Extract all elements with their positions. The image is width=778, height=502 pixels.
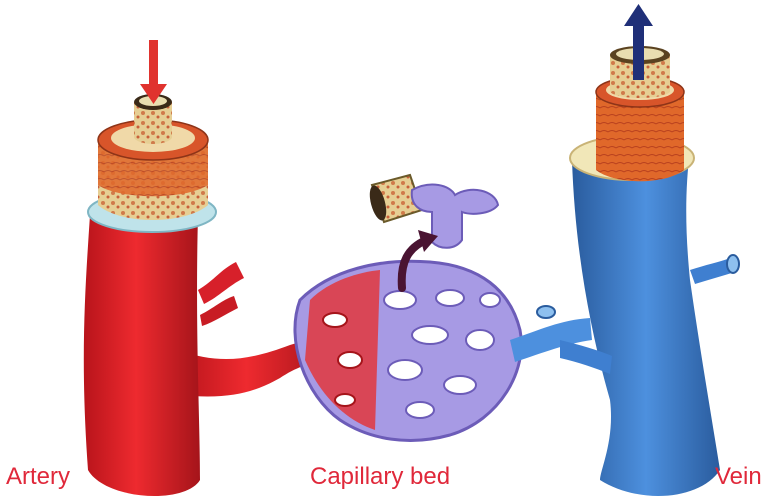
artery-label: Artery: [6, 463, 70, 491]
vein: [560, 46, 739, 496]
artery-branch-upper: [198, 262, 244, 304]
capillary-bed-label: Capillary bed: [310, 463, 450, 491]
capillary-bed: [295, 261, 592, 440]
arrow-down-icon: [140, 40, 167, 104]
artery: [84, 94, 330, 496]
artery-body: [84, 215, 200, 496]
vein-label: Vein: [715, 463, 762, 491]
vein-body: [572, 150, 720, 496]
